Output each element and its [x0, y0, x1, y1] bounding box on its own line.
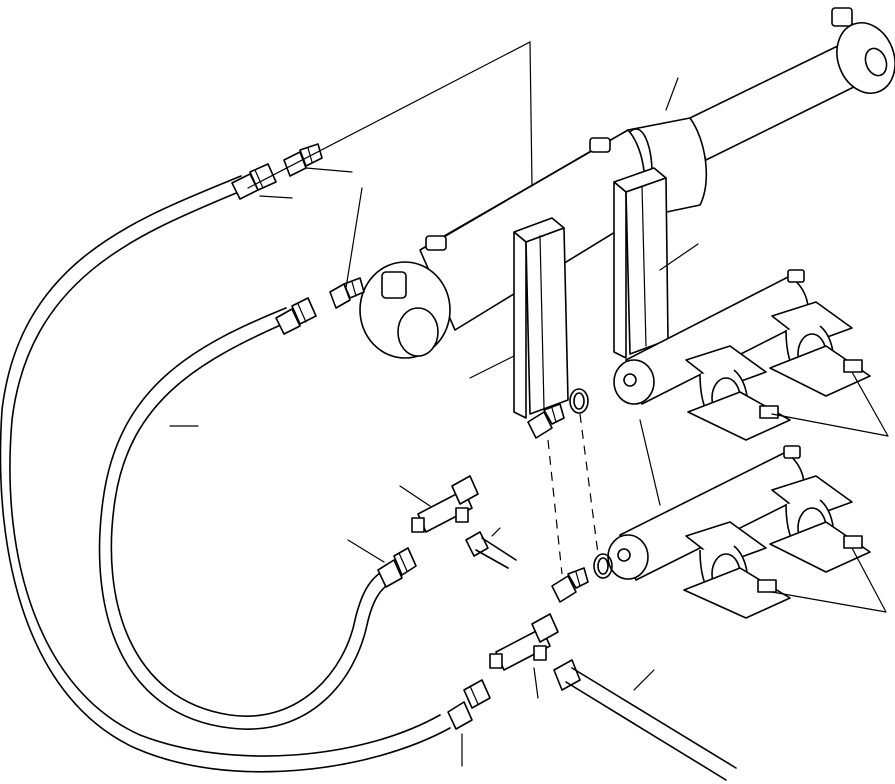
adapter-fitting-channel: [527, 403, 565, 439]
leader-lines: [169, 41, 889, 767]
o-ring-lower: [593, 553, 613, 579]
o-ring-upper: [569, 388, 589, 414]
mounting-pin-upper: [613, 269, 809, 405]
clamp-assembly-3: [683, 521, 791, 619]
clamp-assembly-1: [685, 345, 791, 441]
tube-line-long: [553, 659, 737, 781]
channel-bracket-left: [513, 217, 569, 419]
channel-bracket-right: [613, 167, 669, 359]
adapter-fitting-lower: [551, 567, 589, 603]
hose-end-fitting-top: [231, 163, 277, 200]
hose-end-fitting-lower: [377, 547, 417, 588]
assembly-centerlines: [547, 413, 599, 575]
hose-assembly-outer: [0, 175, 451, 773]
clamp-assembly-2: [769, 301, 871, 397]
hose-assembly-inner: [98, 307, 399, 730]
tee-fitting-lower: [489, 613, 559, 671]
mounting-pin-lower: [607, 445, 805, 581]
clamp-assembly-4: [769, 475, 871, 573]
tube-line-short: [465, 531, 517, 569]
adapter-fitting-middle: [329, 277, 365, 309]
tee-fitting-upper: [411, 475, 479, 533]
hose-end-fitting-middle: [275, 297, 317, 335]
hose-end-fitting-bottom: [447, 679, 491, 730]
